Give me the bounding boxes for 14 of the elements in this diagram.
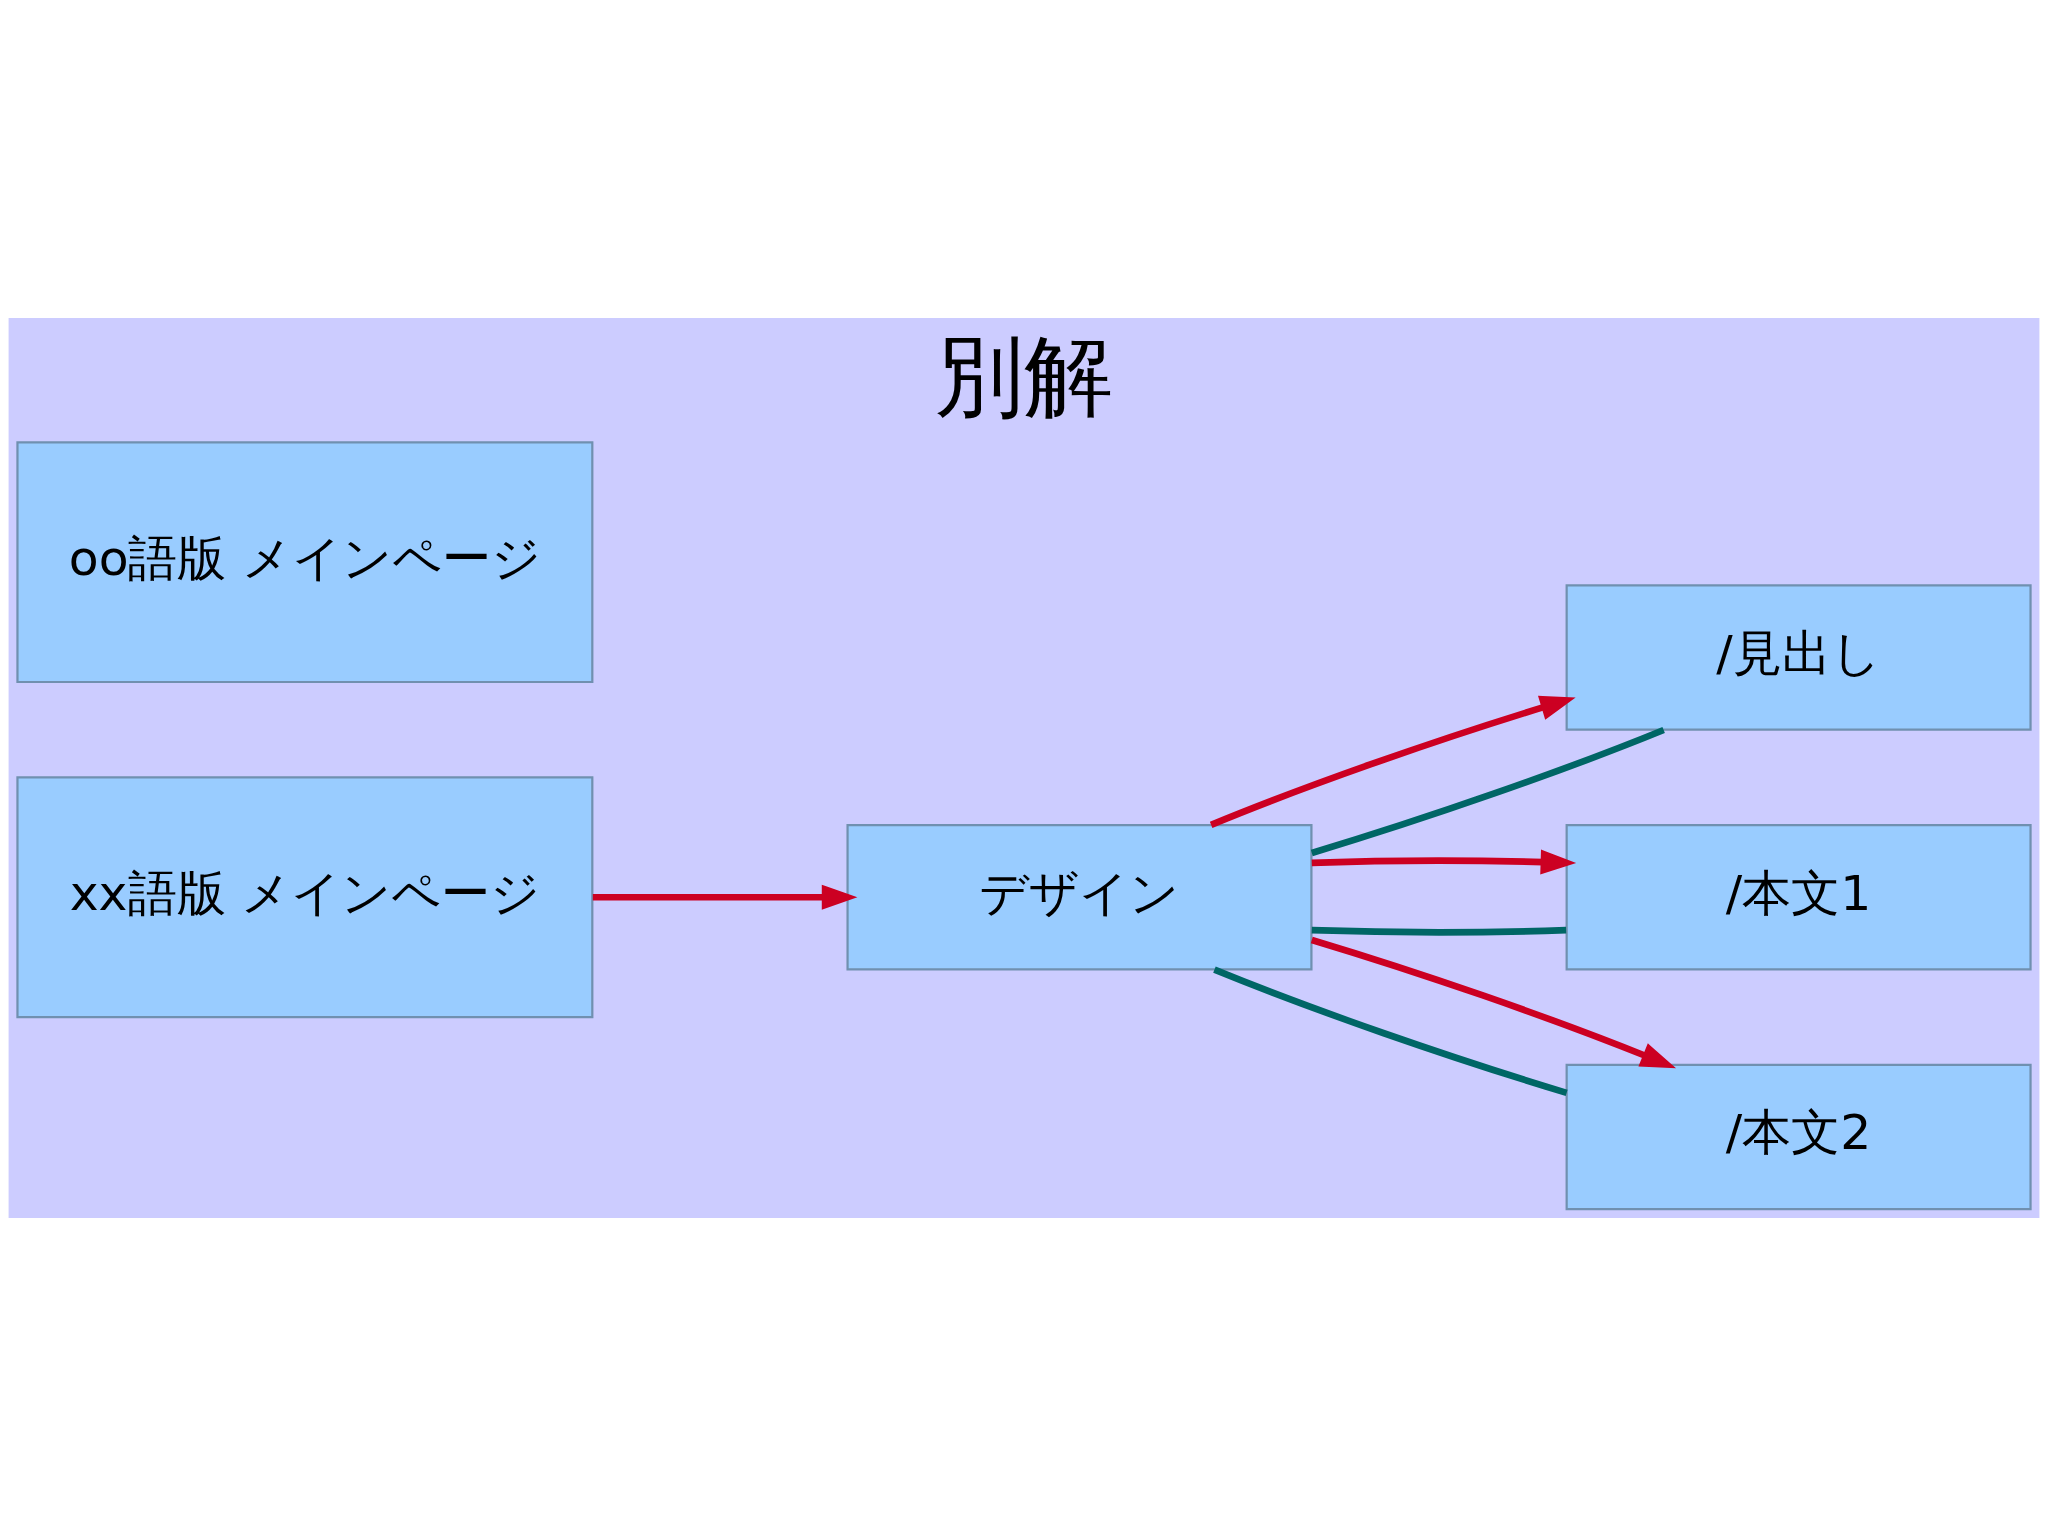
arrow [592,884,858,910]
node-box: xx語版 メインページ [16,775,594,1018]
connector [1213,966,1568,1096]
connector [1311,926,1567,936]
arrow [1209,695,1576,828]
node-box: デザイン [846,823,1313,971]
node-box: /見出し [1565,583,2032,731]
arrow [1310,936,1677,1068]
node-box: /本文1 [1565,823,2032,971]
connector [1310,726,1665,856]
diagram-title: 別解 [935,324,1113,428]
arrow [1311,849,1577,874]
node-box: oo語版 メインページ [16,440,594,683]
node-box: /本文2 [1565,1063,2032,1210]
